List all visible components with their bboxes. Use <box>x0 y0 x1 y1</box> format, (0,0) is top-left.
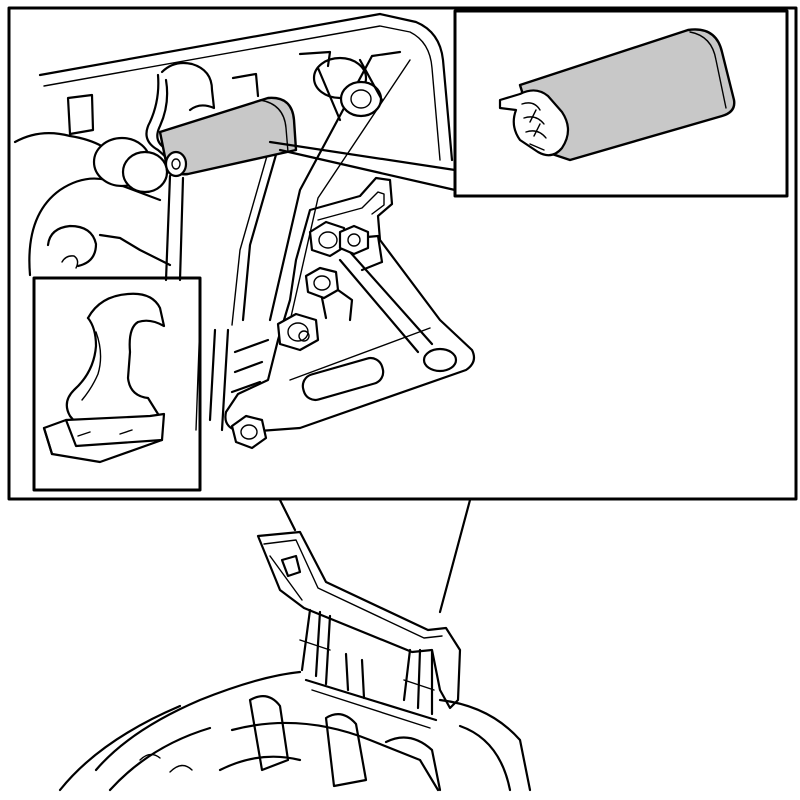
overview-view <box>58 498 532 792</box>
pivot-boss <box>312 56 384 122</box>
nut-icon <box>338 224 370 256</box>
nut-icon <box>276 312 320 352</box>
callout-line-right <box>438 498 472 614</box>
hinge-clip-icon <box>42 292 166 464</box>
clip-inset <box>32 276 202 492</box>
nut-icon <box>304 266 340 300</box>
main-detail-view <box>7 6 798 501</box>
main-detail-frame <box>7 6 798 501</box>
nut-icon <box>230 414 268 450</box>
callout-line-left <box>278 498 297 532</box>
open-lid-overview-icon <box>58 530 532 792</box>
left-round-body <box>13 131 172 277</box>
bracket-slot <box>301 356 385 402</box>
leader-lines <box>164 140 457 282</box>
housing-outline <box>38 12 454 432</box>
seal-inset-frame <box>453 9 789 198</box>
clip-inset-frame <box>32 276 202 492</box>
hinge-clip-on-housing <box>145 61 298 178</box>
support-bracket <box>224 176 476 434</box>
mounting-nuts <box>230 220 370 450</box>
seal-inset <box>453 9 789 198</box>
seal-strip-icon <box>498 28 736 162</box>
